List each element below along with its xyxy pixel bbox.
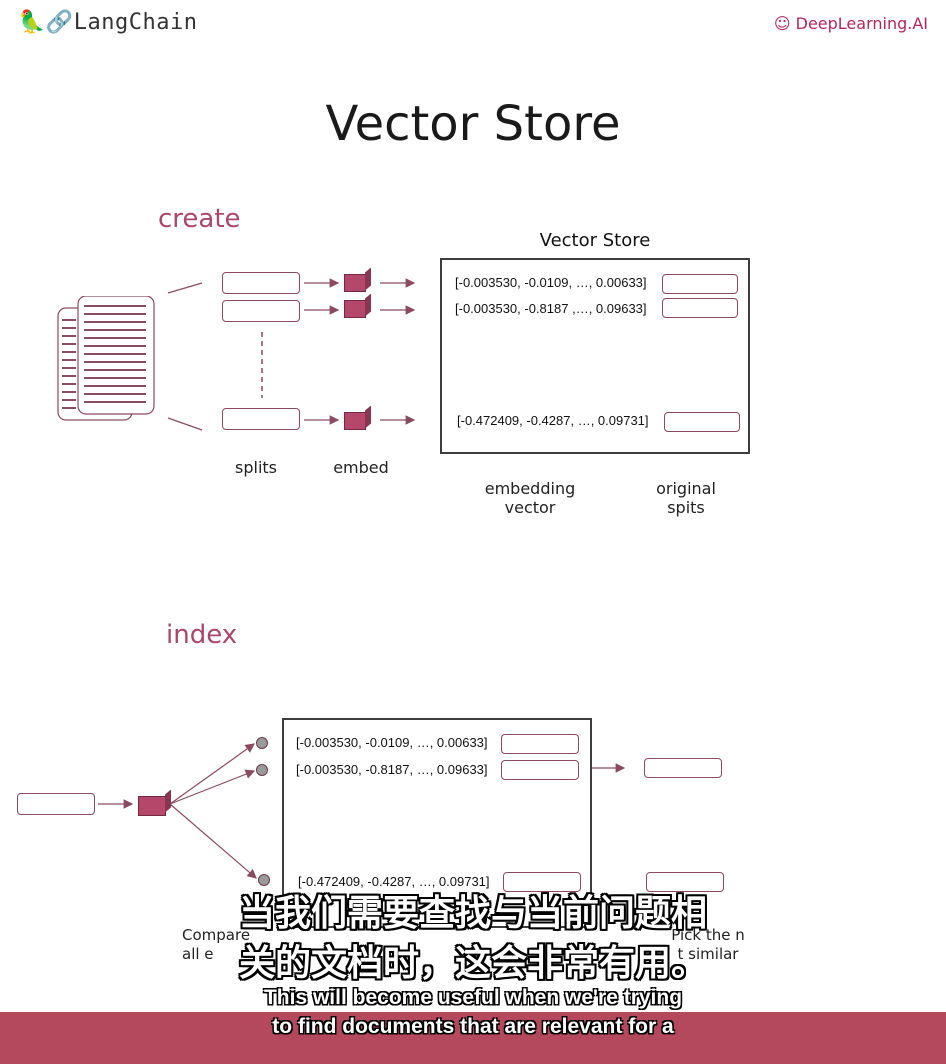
- index-split-box: [503, 872, 581, 892]
- original-split-box: [662, 298, 738, 318]
- index-label: index: [166, 620, 238, 650]
- pick-caption: Pick the n t similar: [671, 926, 745, 963]
- query-box: [17, 793, 95, 815]
- split-box: [222, 408, 300, 430]
- vector-row: [-0.003530, -0.8187 ,…, 0.09633]: [455, 301, 647, 316]
- compare-dot: [256, 737, 268, 749]
- vector-row: [-0.003530, -0.0109, …, 0.00633]: [455, 275, 647, 290]
- vector-store-title: Vector Store: [539, 230, 651, 251]
- slide-title: Vector Store: [325, 96, 621, 152]
- deeplearning-logo: ☺ DeepLearning.AI: [774, 14, 928, 33]
- subtitle-band: [0, 1012, 946, 1064]
- index-split-box: [501, 760, 579, 780]
- subtitle-english-line2: to find documents that are relevant for …: [272, 1015, 674, 1038]
- index-vector-row: [-0.472409, -0.4287, …, 0.09731]: [298, 874, 490, 889]
- subtitle-chinese-line2: 关的文档时，这会非常有用。: [238, 943, 707, 984]
- subtitle-english-line1: This will become useful when we're tryin…: [263, 986, 683, 1009]
- deeplearning-logo-text: DeepLearning.AI: [795, 14, 928, 33]
- vector-store-box: [440, 258, 750, 454]
- embed-caption: embed: [333, 458, 389, 477]
- embed-cube: [344, 274, 366, 292]
- original-splits-caption: original spits: [656, 479, 716, 517]
- embed-cube: [344, 300, 366, 318]
- split-box: [222, 300, 300, 322]
- result-box: [644, 758, 722, 778]
- smiley-icon: ☺: [773, 14, 791, 33]
- result-box: [646, 872, 724, 892]
- subtitle-chinese-line1: 当我们需要查找与当前问题相: [238, 893, 707, 934]
- parrot-link-icon: 🦜🔗: [18, 10, 74, 35]
- index-store-box: [282, 718, 592, 928]
- create-label: create: [158, 204, 241, 234]
- original-split-box: [664, 412, 740, 432]
- index-vector-row: [-0.003530, -0.0109, …, 0.00633]: [296, 735, 488, 750]
- index-vector-row: [-0.003530, -0.8187, …, 0.09633]: [296, 762, 488, 777]
- compare-dot: [256, 764, 268, 776]
- index-split-box: [501, 734, 579, 754]
- split-box: [222, 272, 300, 294]
- embedding-vector-caption: embedding vector: [484, 479, 576, 517]
- documents-icon: [56, 295, 156, 426]
- compare-caption: Compare all e: [182, 926, 251, 963]
- query-embed-cube: [138, 796, 166, 816]
- splits-caption: splits: [235, 458, 277, 477]
- embed-cube: [344, 412, 366, 430]
- vector-row: [-0.472409, -0.4287, …, 0.09731]: [457, 413, 649, 428]
- langchain-logo: 🦜🔗LangChain: [18, 10, 198, 35]
- original-split-box: [662, 274, 738, 294]
- compare-dot: [258, 874, 270, 886]
- langchain-logo-text: LangChain: [73, 10, 198, 35]
